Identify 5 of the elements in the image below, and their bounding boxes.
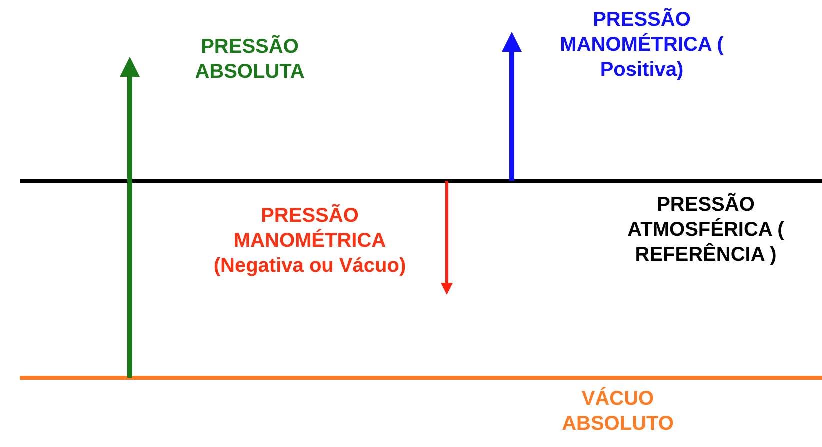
level-label: PRESSÃO ABSOLUTA xyxy=(194,35,306,85)
level-label: PRESSÃO MANOMÉTRICA (Negativa ou Vácuo) xyxy=(212,204,408,279)
level-label: VÁCUO ABSOLUTO xyxy=(561,387,675,437)
level-label: PRESSÃO ATMOSFÉRICA ( REFERÊNCIA ) xyxy=(626,193,786,268)
level-label: PRESSÃO MANOMÉTRICA ( Positiva) xyxy=(559,8,725,83)
